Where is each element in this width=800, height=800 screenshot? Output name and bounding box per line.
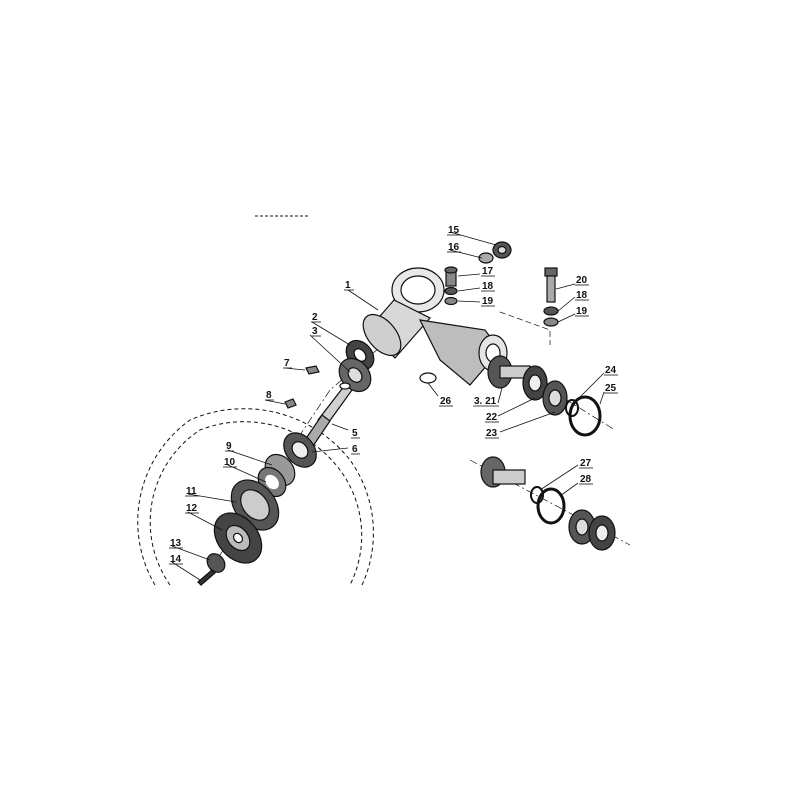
callout-19b: 19	[576, 306, 588, 317]
callout-15: 15	[448, 225, 460, 236]
callout-14: 14	[170, 554, 182, 565]
nut-15	[492, 241, 512, 259]
bolt-17	[444, 266, 458, 287]
pinion-gear-21	[487, 355, 531, 389]
bolt-20	[544, 267, 558, 303]
callout-24: 24	[605, 365, 617, 376]
callout-25: 25	[605, 383, 617, 394]
drive-shaft	[304, 382, 353, 447]
callout-18b: 18	[576, 290, 588, 301]
callout-12: 12	[186, 503, 198, 514]
washer-18a	[444, 286, 458, 296]
washer-19a	[444, 296, 458, 306]
callout-27: 27	[580, 458, 592, 469]
callout-11: 11	[186, 486, 197, 497]
callout-23: 23	[486, 428, 498, 439]
circlip-24	[565, 399, 579, 417]
callout-8: 8	[266, 390, 272, 401]
blade-outline	[137, 408, 374, 586]
callout-7: 7	[284, 358, 290, 369]
callout-10: 10	[224, 457, 236, 468]
bearing-23	[542, 380, 568, 416]
callout-19a: 19	[482, 296, 494, 307]
callout-21: 3. 21	[474, 396, 497, 407]
callout-underlines	[169, 234, 618, 565]
bearing-22	[522, 365, 548, 401]
callout-9: 9	[226, 441, 232, 452]
callout-16: 16	[448, 242, 460, 253]
callout-5: 5	[352, 428, 358, 439]
pinion-gear-lower	[480, 456, 526, 488]
washer-18b	[543, 306, 559, 316]
leader-lines	[171, 231, 605, 581]
gear-case	[362, 267, 508, 386]
o-ring-28	[536, 487, 566, 525]
pin-14	[197, 569, 216, 586]
callout-17: 17	[482, 266, 494, 277]
callout-22: 22	[486, 412, 498, 423]
callout-26: 26	[440, 396, 452, 407]
nut-13	[206, 553, 226, 573]
callout-2: 2	[312, 312, 318, 323]
bearing-6	[283, 432, 317, 468]
axis-line-bolt	[499, 311, 551, 345]
washer-26	[419, 372, 437, 384]
callout-3: 3	[312, 326, 318, 337]
washer-19b	[543, 317, 559, 327]
blade-holder-12	[213, 512, 263, 564]
callout-13: 13	[170, 538, 182, 549]
callout-20: 20	[576, 275, 588, 286]
o-ring-25	[568, 395, 602, 437]
callout-6: 6	[352, 444, 358, 455]
key-7	[305, 365, 320, 375]
washer-16	[478, 252, 494, 264]
callout-18a: 18	[482, 281, 494, 292]
callout-1: 1	[345, 280, 351, 291]
washer-10-hole	[265, 474, 279, 490]
callout-28: 28	[580, 474, 592, 485]
callout-labels: 1 2 3 7 8 5 6 9 10 11 12 13 14 15 16 17 …	[170, 225, 617, 565]
bearing-lower	[568, 509, 616, 551]
key-8	[284, 398, 297, 409]
